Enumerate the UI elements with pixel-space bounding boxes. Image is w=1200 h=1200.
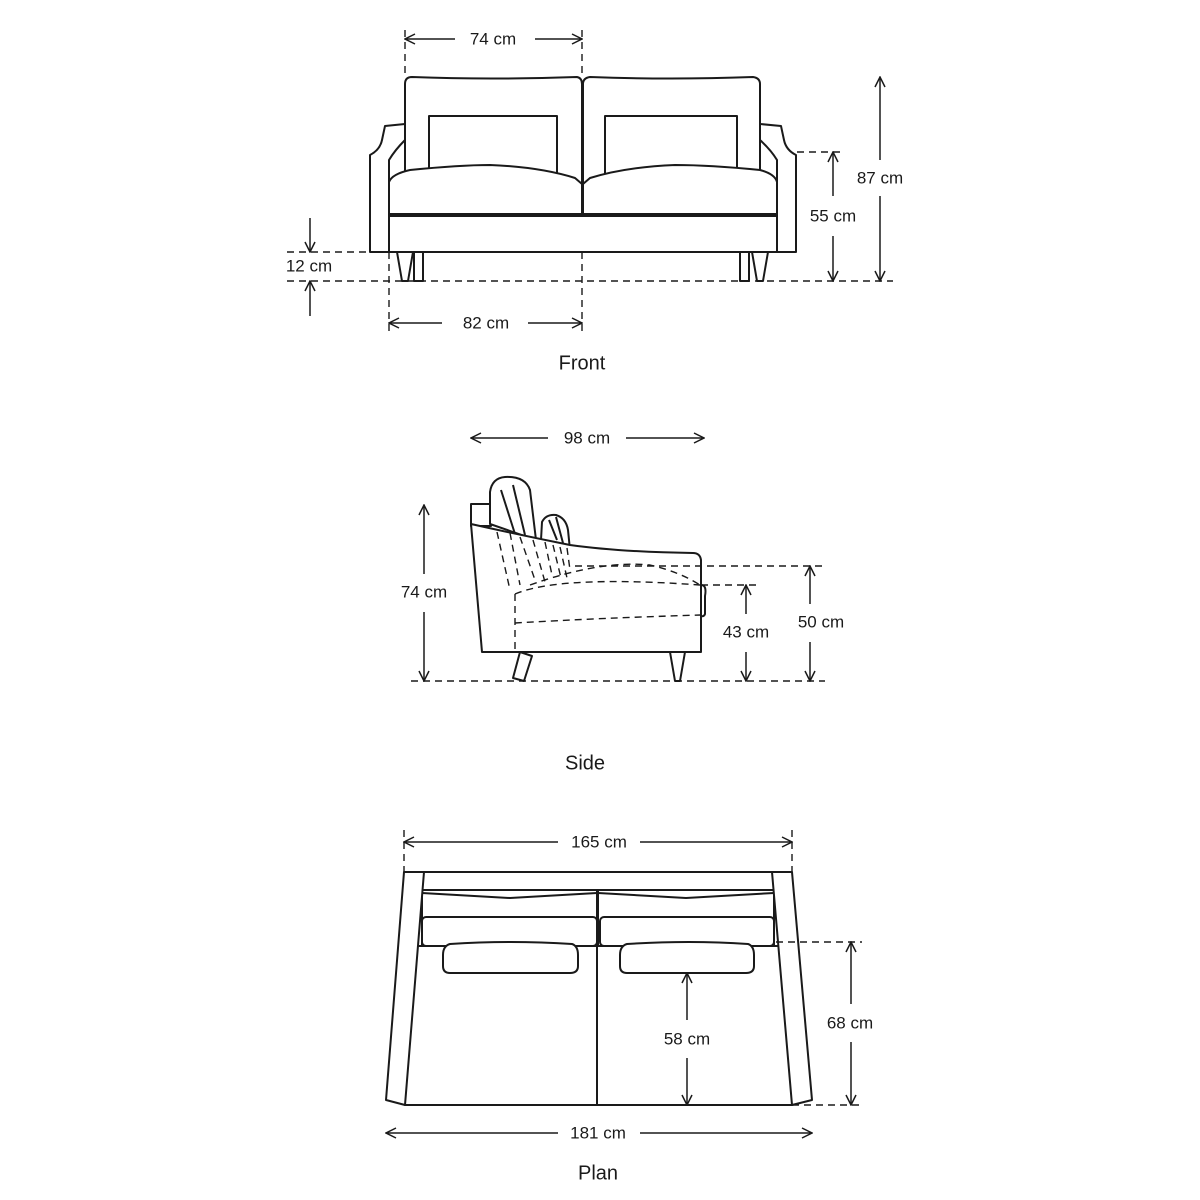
front-base-width-label: 82 cm: [463, 313, 509, 332]
plan-seat-depth-label: 58 cm: [664, 1029, 710, 1048]
front-seat-width-label: 74 cm: [470, 29, 516, 48]
side-view: 98 cm 74 cm 43 cm 50 cm Side: [401, 428, 844, 774]
front-total-height-label: 87 cm: [857, 168, 903, 187]
front-view: 74 cm 82 cm 12 cm 55 cm 87 cm Front: [286, 29, 903, 374]
plan-view-title: Plan: [578, 1162, 618, 1184]
side-back-height-label: 74 cm: [401, 582, 447, 601]
side-seat-height-label: 43 cm: [723, 622, 769, 641]
plan-total-width-label: 181 cm: [570, 1123, 626, 1142]
front-leg-height-label: 12 cm: [286, 256, 332, 275]
side-arm-height-label: 50 cm: [798, 612, 844, 631]
front-view-title: Front: [559, 352, 606, 374]
leg-icon: [396, 251, 414, 282]
plan-inner-width-label: 165 cm: [571, 832, 627, 851]
plan-sofa-drawing: [385, 871, 813, 1106]
front-arm-height-label: 55 cm: [810, 206, 856, 225]
front-sofa-drawing: [369, 76, 797, 282]
side-view-title: Side: [565, 752, 605, 774]
plan-view: 165 cm 181 cm 58 cm 68 cm Plan: [385, 830, 873, 1184]
side-depth-label: 98 cm: [564, 428, 610, 447]
side-sofa-drawing: [470, 475, 707, 682]
plan-total-depth-label: 68 cm: [827, 1013, 873, 1032]
